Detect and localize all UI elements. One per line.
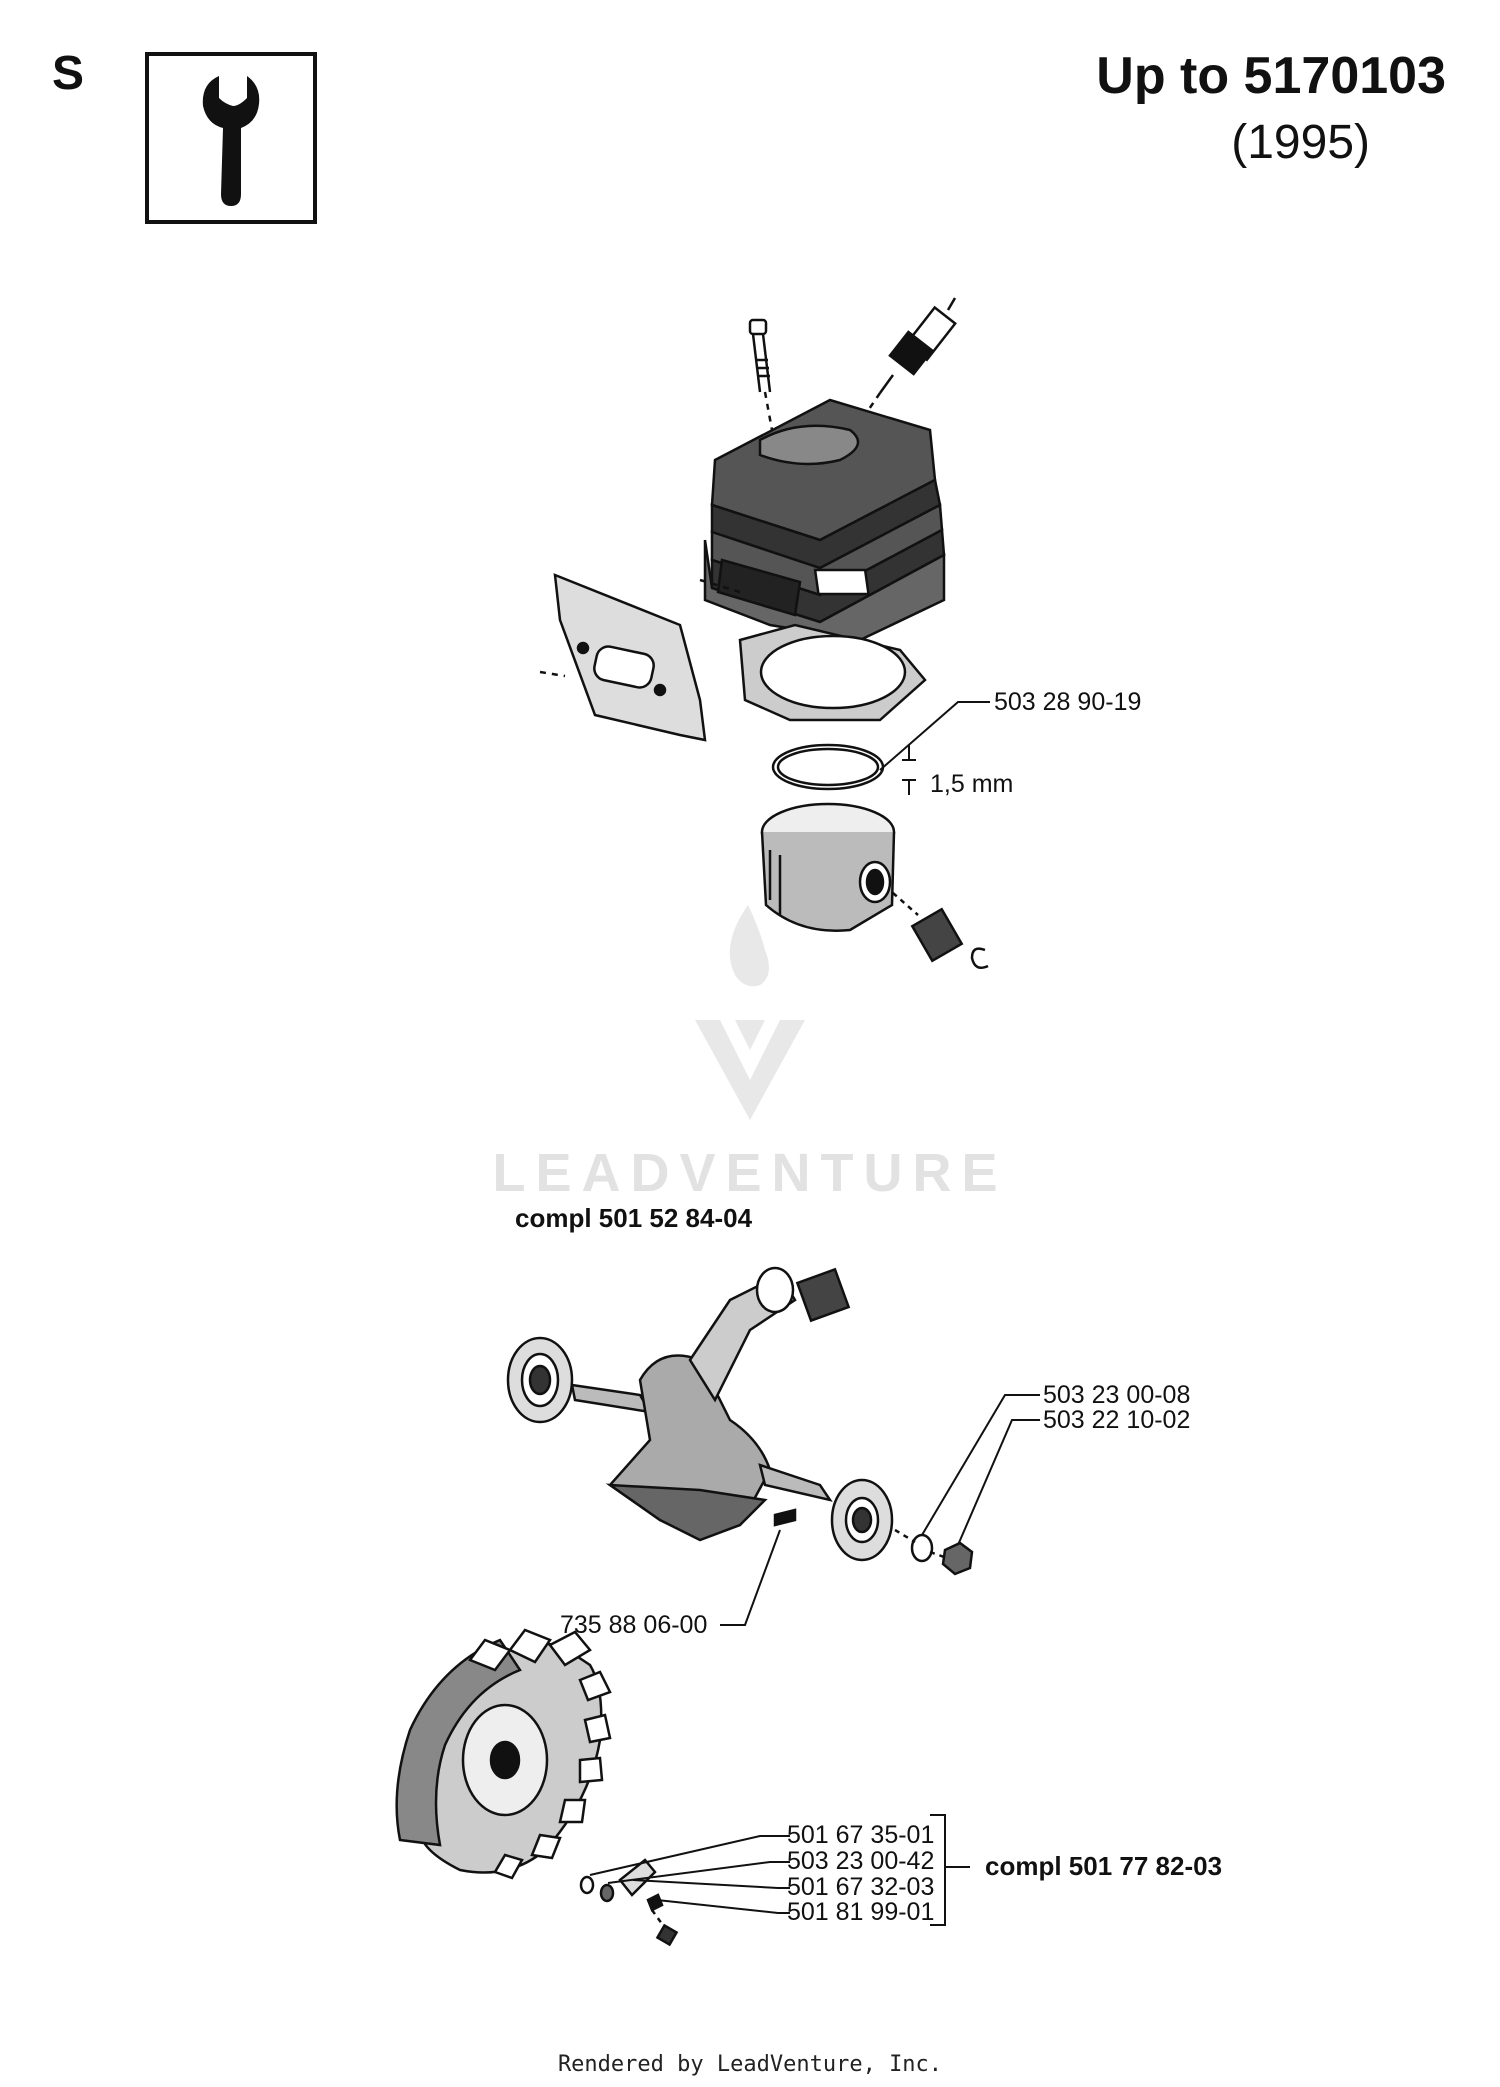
flywheel-washer [579, 1875, 595, 1895]
leader-ring [879, 701, 990, 771]
woodruff-key [773, 1508, 797, 1527]
cylinder-base-gasket [738, 623, 927, 722]
ring-part-number: 503 28 90-19 [994, 688, 1142, 716]
rod-needle-bearing [795, 1267, 851, 1323]
leader-fw-4 [656, 1899, 790, 1914]
main-bearing-left [506, 1336, 574, 1424]
ring-dimension: 1,5 mm [930, 770, 1014, 798]
crankshaft-assembly-label: compl 501 52 84-04 [515, 1203, 753, 1233]
flywheel-spacer [599, 1883, 615, 1903]
circlip [970, 947, 989, 969]
watermark-text: LEADVENTURE [492, 1143, 1008, 1203]
washer-part-number: 503 23 00-08 [1043, 1381, 1191, 1409]
cylinder-assembly-drawing [539, 297, 990, 969]
wrench-icon [202, 76, 260, 206]
flywheel-part-4: 501 81 99-01 [787, 1898, 935, 1926]
washer [910, 1533, 934, 1563]
flywheel-assembly-label: compl 501 77 82-03 [985, 1851, 1223, 1881]
tool-symbol-box [145, 52, 317, 224]
leader-fw-1 [589, 1835, 790, 1876]
key-part-number: 735 88 06-00 [560, 1611, 708, 1639]
cylinder-body [703, 398, 946, 642]
spark-plug [863, 297, 957, 416]
pawl-screw [646, 1893, 664, 1912]
main-bearing-right [830, 1478, 894, 1562]
piston-ring-inner [776, 747, 880, 787]
serial-range: Up to 5170103 [1096, 47, 1446, 105]
flywheel-nut [941, 1541, 974, 1576]
flywheel-part-1: 501 67 35-01 [787, 1821, 935, 1849]
flywheel-assembly-drawing [395, 1628, 970, 1947]
leader-nut [957, 1419, 1040, 1546]
leader-washer [921, 1394, 1040, 1536]
model-year: (1995) [1231, 116, 1370, 169]
rendered-by-footer: Rendered by LeadVenture, Inc. [557, 2052, 943, 2077]
ring-dimension-mark [902, 745, 916, 795]
crankshaft-assembly-drawing [506, 1266, 1040, 1626]
flywheel-part-2: 503 23 00-42 [787, 1847, 935, 1875]
nut-part-number: 503 22 10-02 [1043, 1406, 1191, 1434]
cylinder-bolt [748, 318, 774, 431]
needle-bearing [892, 892, 964, 963]
leader-key [720, 1529, 781, 1626]
section-letter: S [52, 47, 85, 100]
piston [760, 802, 896, 932]
muffler-gasket [539, 573, 741, 742]
flame-logo-icon [695, 905, 805, 1120]
leader-fw-3 [632, 1879, 790, 1889]
pawl [618, 1858, 657, 1897]
flywheel-fins [468, 1628, 612, 1880]
leader-fw-2 [607, 1861, 790, 1884]
parts-bracket [930, 1814, 946, 1926]
flywheel [395, 1628, 612, 1880]
flywheel-part-3: 501 67 32-03 [787, 1873, 935, 1901]
piston-ring [771, 743, 885, 791]
